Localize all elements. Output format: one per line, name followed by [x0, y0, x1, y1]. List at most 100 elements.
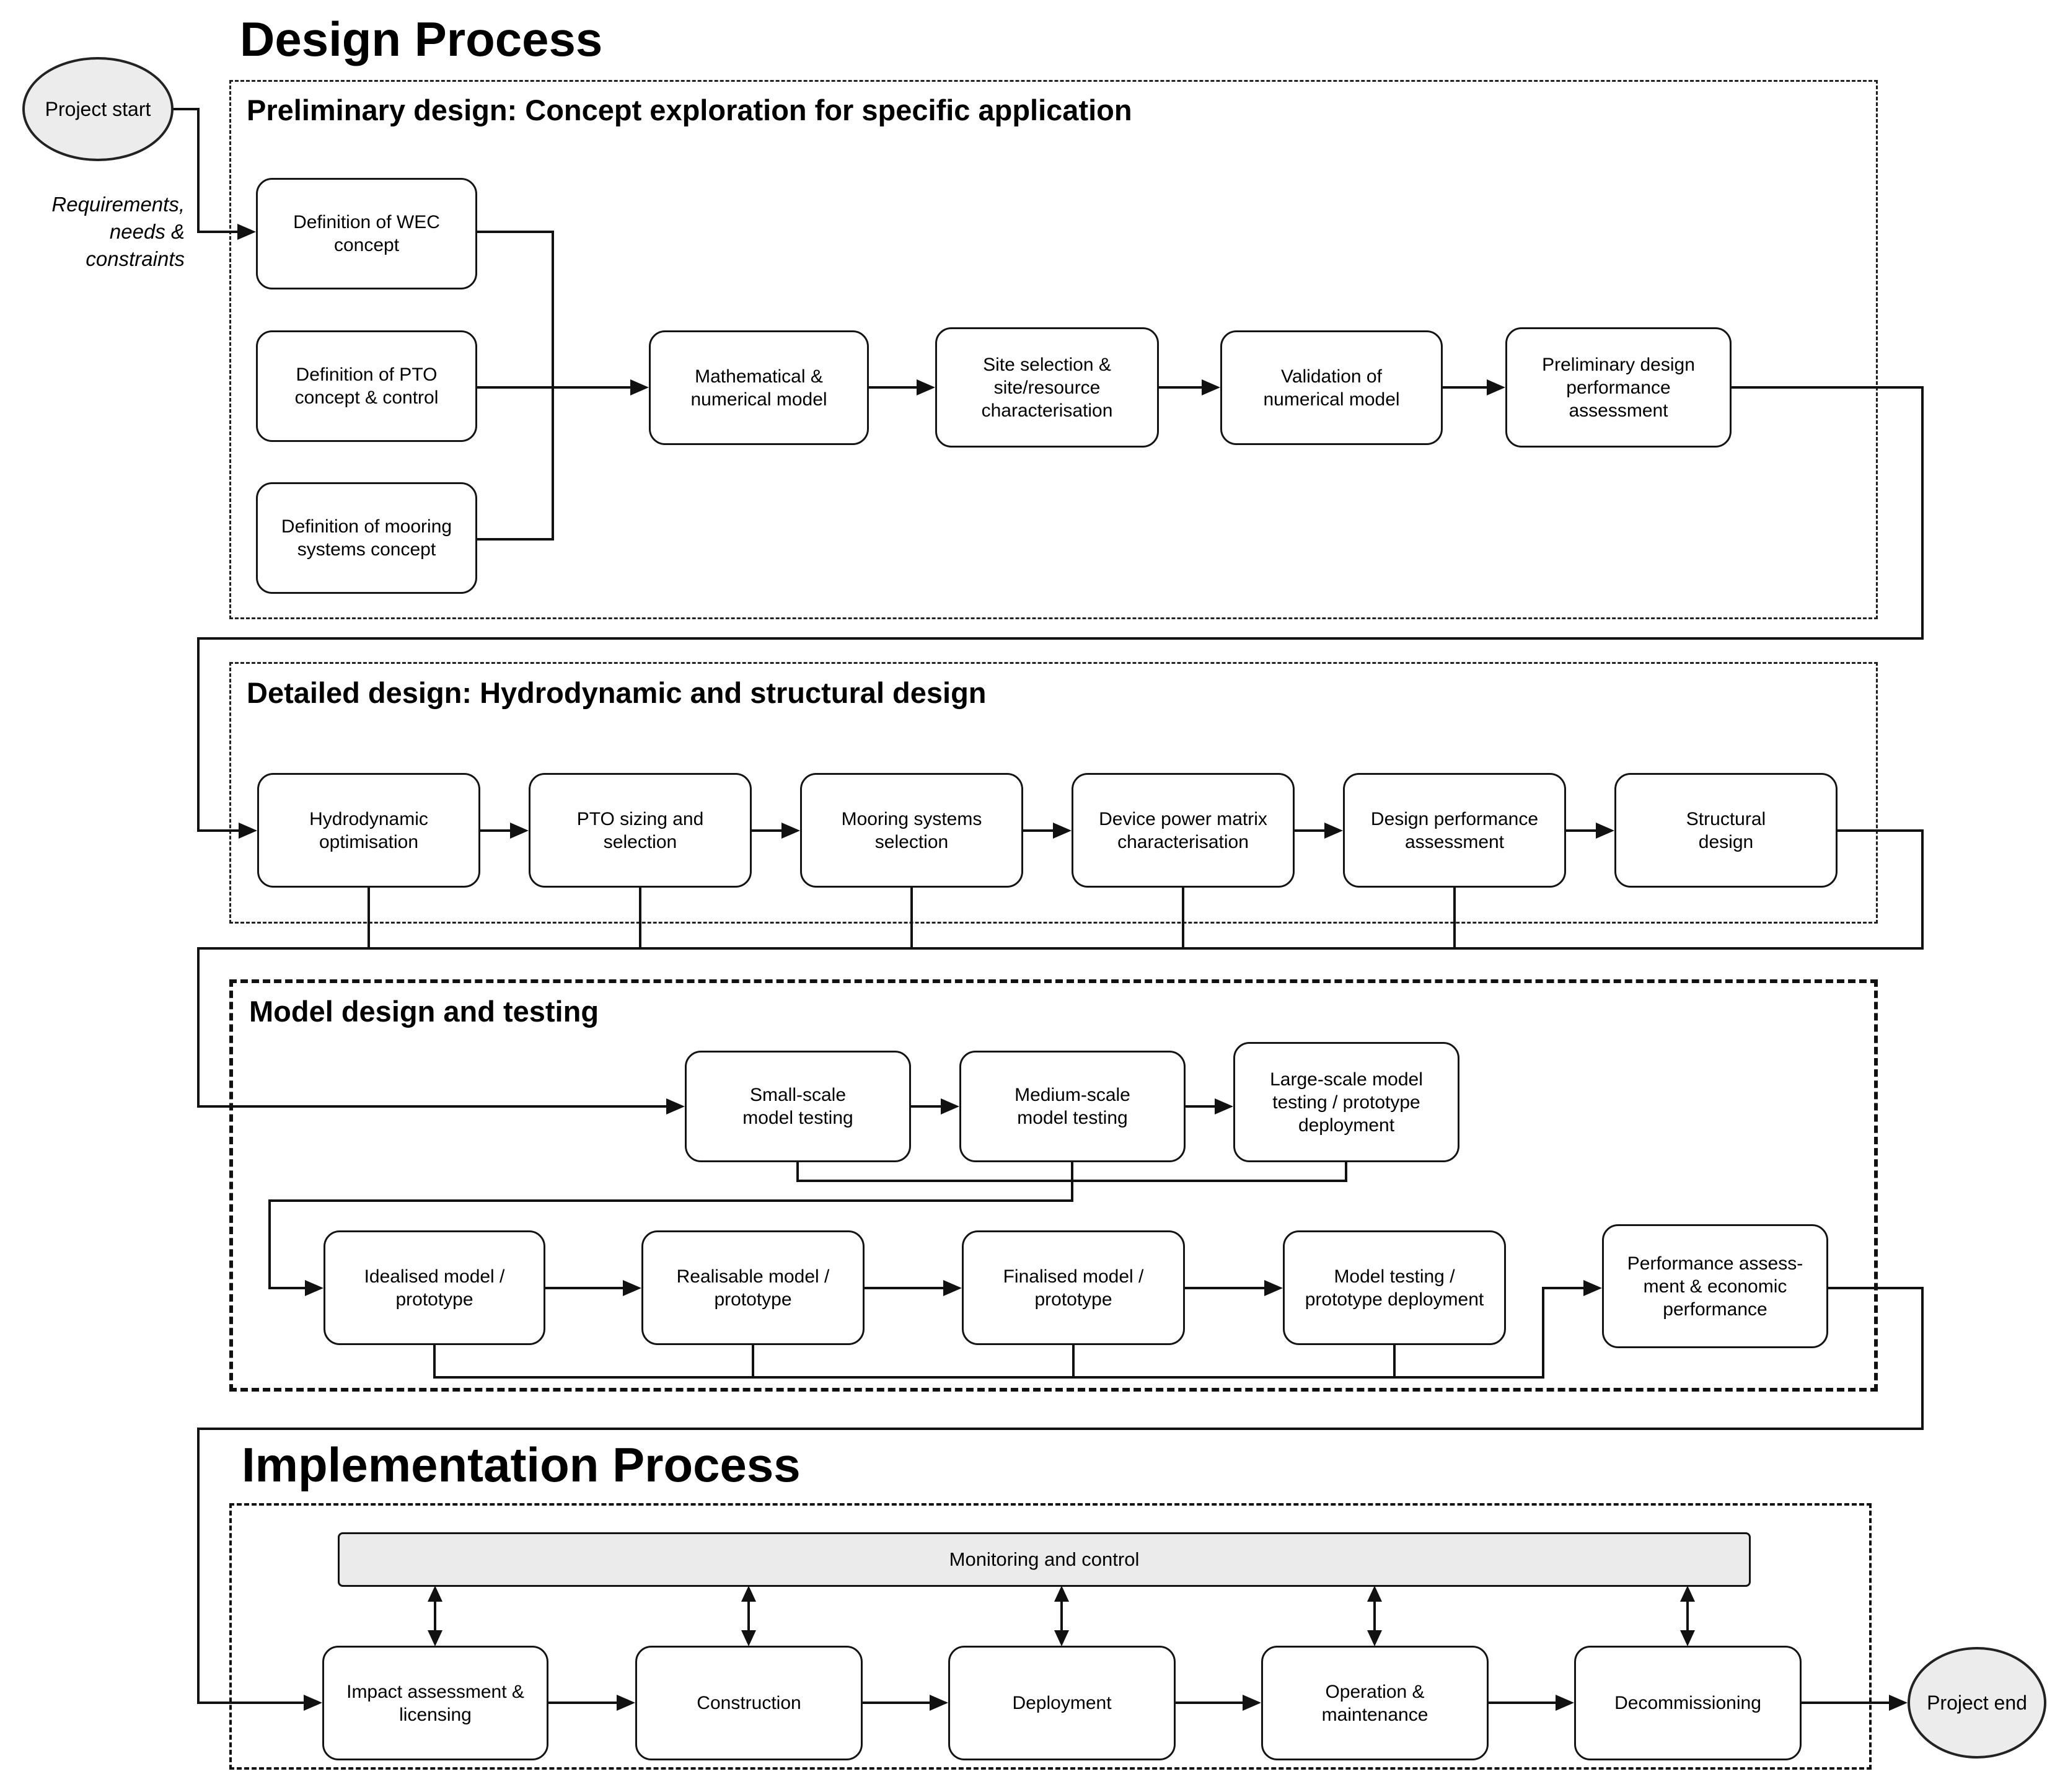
connector-line [174, 108, 200, 110]
node-mathematical-numerical-model: Mathematical & numerical model [649, 330, 869, 445]
section-detailed-design [229, 662, 1878, 924]
connector-line [752, 829, 781, 832]
connector-line [1443, 386, 1487, 389]
connector-line [1921, 1287, 1924, 1430]
connector-line [1159, 386, 1202, 389]
connector-line [1542, 1287, 1544, 1379]
arrowhead [1889, 1695, 1908, 1711]
connector-line [1186, 1105, 1215, 1108]
node-idealised-model-prototype: Idealised model / prototype [324, 1230, 545, 1345]
arrowhead [1324, 823, 1343, 839]
node-operation-maintenance: Operation & maintenance [1261, 1646, 1489, 1760]
node-site-selection-characterisation: Site selection & site/resource character… [935, 327, 1159, 448]
arrowhead [239, 823, 257, 839]
connector-line [1921, 386, 1924, 640]
connector-line [197, 947, 1924, 950]
connector-line [1185, 1287, 1264, 1289]
arrowhead-up [741, 1586, 756, 1602]
node-small-scale-testing: Small-scale model testing [685, 1051, 911, 1162]
arrowhead [666, 1098, 685, 1114]
connector-line [1345, 1162, 1347, 1182]
arrowhead [930, 1695, 948, 1711]
connector-line [1060, 1598, 1063, 1633]
connector-line [434, 1598, 436, 1633]
connector-line [1373, 1598, 1376, 1633]
arrowhead-down [741, 1630, 756, 1646]
connector-line [545, 1287, 623, 1289]
node-definition-of-pto-concept: Definition of PTO concept & control [256, 330, 477, 442]
connector-line [1732, 386, 1924, 389]
arrowhead-down [428, 1630, 442, 1646]
node-device-power-matrix: Device power matrix characterisation [1072, 773, 1295, 888]
node-hydrodynamic-optimisation: Hydrodynamic optimisation [257, 773, 480, 888]
project-start-ellipse: Project start [22, 57, 174, 161]
connector-line [268, 1199, 1073, 1202]
connector-line [1489, 1702, 1556, 1704]
arrowhead [617, 1695, 635, 1711]
arrowhead [623, 1280, 641, 1296]
implementation-process-title: Implementation Process [242, 1437, 801, 1492]
arrowhead [1264, 1280, 1283, 1296]
arrowhead [304, 1695, 322, 1711]
arrowhead [943, 1280, 962, 1296]
arrowhead [1487, 379, 1505, 395]
connector-line [197, 1105, 666, 1108]
connector-line [1802, 1702, 1889, 1704]
node-deployment: Deployment [948, 1646, 1176, 1760]
connector-line [1023, 829, 1053, 832]
arrowhead-up [1367, 1586, 1382, 1602]
connector-line [865, 1287, 943, 1289]
connector-line [1838, 829, 1924, 832]
connector-line [1071, 1162, 1073, 1202]
arrowhead [1583, 1280, 1602, 1296]
connector-line [1686, 1598, 1689, 1633]
connector-line [1453, 886, 1456, 948]
connector-line [197, 829, 239, 832]
node-design-performance-assessment: Design performance assessment [1343, 773, 1566, 888]
connector-line [1566, 829, 1596, 832]
model-section-header: Model design and testing [249, 995, 599, 1028]
connector-line [1176, 1702, 1243, 1704]
node-structural-design: Structural design [1614, 773, 1838, 888]
node-finalised-model-prototype: Finalised model / prototype [962, 1230, 1185, 1345]
arrowhead-down [1367, 1630, 1382, 1646]
node-construction: Construction [635, 1646, 863, 1760]
connector-line [477, 231, 554, 233]
connector-line [863, 1702, 930, 1704]
connector-line [1542, 1287, 1583, 1289]
connector-line [1921, 829, 1924, 950]
connector-line [552, 231, 554, 541]
connector-line [197, 637, 200, 832]
arrowhead [1596, 823, 1614, 839]
connector-line [639, 886, 641, 948]
arrowhead [781, 823, 800, 839]
node-medium-scale-testing: Medium-scale model testing [959, 1051, 1186, 1162]
connector-line [197, 947, 200, 1108]
project-end-ellipse: Project end [1908, 1647, 2046, 1759]
connector-line [752, 1345, 754, 1379]
connector-line [548, 1702, 617, 1704]
arrowhead [630, 379, 649, 395]
arrowhead-up [1680, 1586, 1695, 1602]
node-validation-numerical-model: Validation of numerical model [1220, 330, 1443, 445]
arrowhead [237, 224, 256, 240]
connector-line [1072, 1345, 1075, 1379]
arrowhead [941, 1098, 959, 1114]
connector-line [911, 1105, 941, 1108]
node-performance-economic: Performance assess- ment & economic perf… [1602, 1224, 1828, 1348]
connector-line [197, 108, 200, 233]
connector-line [433, 1376, 1544, 1379]
node-mooring-systems-selection: Mooring systems selection [800, 773, 1023, 888]
preliminary-section-header: Preliminary design: Concept exploration … [247, 94, 1132, 126]
node-definition-of-wec-concept: Definition of WEC concept [256, 178, 477, 289]
connector-line [197, 1702, 304, 1704]
connector-line [368, 886, 370, 948]
connector-line [1182, 886, 1184, 948]
connector-line [197, 1428, 200, 1704]
node-decommissioning: Decommissioning [1574, 1646, 1802, 1760]
arrowhead [1053, 823, 1072, 839]
arrowhead-up [1054, 1586, 1069, 1602]
connector-line [477, 386, 630, 389]
connector-line [1393, 1345, 1396, 1379]
